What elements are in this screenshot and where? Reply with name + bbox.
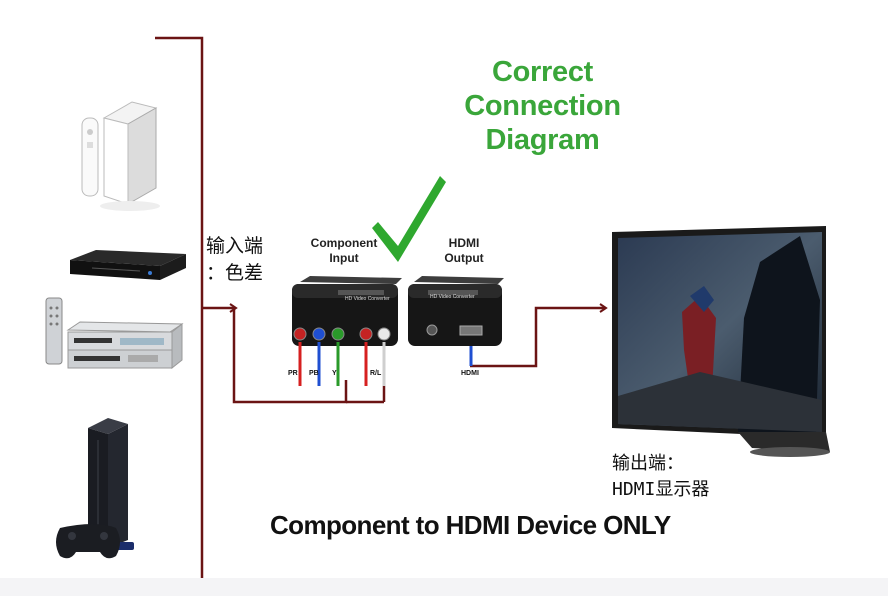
output-label-line-2: HDMI显示器 xyxy=(612,479,710,500)
output-label-line-1: 输出端： xyxy=(612,453,684,474)
hdmi-heading-line-2: Output xyxy=(444,251,484,265)
cable-label-hdmi: HDMI xyxy=(461,370,479,377)
input-label-line-2: ：色差 xyxy=(206,262,264,284)
output-box-label: HD Video Converter xyxy=(430,294,475,300)
bottom-strip xyxy=(0,578,888,596)
hdmi-output-box xyxy=(408,276,504,346)
diagram-title: Correct Connection Diagram xyxy=(405,55,680,157)
cable-label-pr: PR xyxy=(288,370,298,377)
input-label-line-1: 输入端 xyxy=(206,235,264,257)
hdmi-heading-line-1: HDMI xyxy=(448,236,480,250)
input-box-label: HD Video Converter xyxy=(345,296,390,302)
wii-console-icon xyxy=(81,101,160,211)
blu-ray-player-icon xyxy=(70,250,186,280)
component-heading-line-2: Input xyxy=(329,251,359,265)
component-cables xyxy=(298,342,386,386)
component-input-box xyxy=(292,276,402,346)
title-line-1: Correct xyxy=(491,56,594,88)
component-input-heading: Component Input xyxy=(302,236,386,266)
title-line-2: Connection Diagram xyxy=(464,90,621,156)
cable-label-y: Y xyxy=(332,370,337,377)
ps2-console-icon xyxy=(56,418,134,559)
tv-monitor-icon xyxy=(612,226,830,457)
component-heading-line-1: Component xyxy=(310,236,378,250)
input-chinese-label: 输入端 ：色差 xyxy=(206,233,263,287)
hdmi-output-heading: HDMI Output xyxy=(434,236,494,266)
cable-label-pb: PB xyxy=(309,370,319,377)
output-chinese-label: 输出端： HDMI显示器 xyxy=(612,451,709,503)
checkmark-icon xyxy=(372,176,446,262)
vcr-dvd-combo-icon xyxy=(45,297,184,370)
cable-label-rl: R/L xyxy=(370,370,382,377)
hdmi-output-wire xyxy=(470,303,608,368)
footer-caption: Component to HDMI Device ONLY xyxy=(270,510,671,540)
